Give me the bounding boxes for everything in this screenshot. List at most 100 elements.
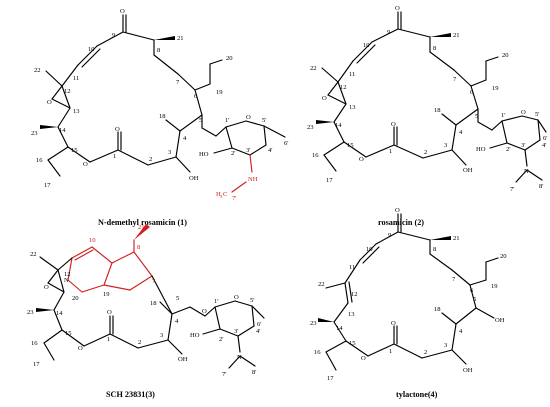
svg-text:11: 11 xyxy=(349,264,355,271)
svg-text:H: H xyxy=(216,191,221,198)
svg-text:19: 19 xyxy=(492,85,499,92)
svg-text:O: O xyxy=(361,355,366,362)
svg-text:17: 17 xyxy=(326,177,333,184)
svg-text:16: 16 xyxy=(36,157,43,164)
svg-text:O: O xyxy=(47,99,52,106)
svg-text:20: 20 xyxy=(72,295,79,302)
svg-text:2: 2 xyxy=(424,149,427,156)
svg-text:14: 14 xyxy=(59,127,66,134)
svg-text:21: 21 xyxy=(138,224,145,231)
svg-text:18: 18 xyxy=(434,107,441,114)
svg-text:1: 1 xyxy=(389,148,392,155)
svg-text:5': 5' xyxy=(262,117,267,124)
svg-text:21: 21 xyxy=(453,235,460,242)
labels-rosamicin: O 9 10 11 22 12 O 13 23 14 15 16 17 O O … xyxy=(307,5,548,193)
svg-text:18: 18 xyxy=(159,113,166,120)
svg-text:1': 1' xyxy=(501,112,506,119)
svg-text:8': 8' xyxy=(539,183,544,190)
svg-text:N: N xyxy=(64,277,69,284)
svg-text:20: 20 xyxy=(502,52,509,59)
svg-text:13: 13 xyxy=(73,108,80,115)
caption-compound-1: N-demethyl rosamicin (1) xyxy=(98,218,187,227)
svg-text:9: 9 xyxy=(388,232,392,239)
svg-text:9: 9 xyxy=(387,29,391,36)
svg-text:5: 5 xyxy=(475,113,479,120)
svg-text:6': 6' xyxy=(543,135,548,142)
svg-text:16: 16 xyxy=(312,152,319,159)
svg-text:18: 18 xyxy=(434,306,441,313)
svg-text:6': 6' xyxy=(284,140,289,147)
svg-text:15: 15 xyxy=(349,340,356,347)
svg-text:15: 15 xyxy=(71,147,78,154)
svg-text:1: 1 xyxy=(107,336,110,343)
structure-sch-23831 xyxy=(36,224,265,369)
svg-text:HO: HO xyxy=(190,332,200,339)
svg-text:6: 6 xyxy=(194,93,198,100)
svg-text:18: 18 xyxy=(150,300,157,307)
svg-text:2': 2' xyxy=(219,336,224,343)
svg-text:22: 22 xyxy=(30,251,37,258)
svg-text:N: N xyxy=(237,354,242,361)
svg-text:O: O xyxy=(44,284,49,291)
svg-text:20: 20 xyxy=(226,55,233,62)
svg-text:13: 13 xyxy=(349,104,356,111)
svg-text:7': 7' xyxy=(232,195,237,202)
svg-text:1': 1' xyxy=(214,298,219,305)
svg-text:21: 21 xyxy=(177,35,184,42)
svg-text:HO: HO xyxy=(199,151,209,158)
svg-text:O: O xyxy=(83,161,88,168)
svg-text:5': 5' xyxy=(250,297,255,304)
svg-text:12: 12 xyxy=(340,84,347,91)
svg-text:15: 15 xyxy=(65,330,72,337)
svg-text:17: 17 xyxy=(44,182,51,189)
svg-text:11: 11 xyxy=(73,75,79,82)
svg-text:NH: NH xyxy=(248,176,258,183)
svg-text:23: 23 xyxy=(310,320,317,327)
svg-text:21: 21 xyxy=(453,32,460,39)
svg-text:OH: OH xyxy=(495,317,505,324)
svg-text:4: 4 xyxy=(459,129,463,136)
svg-text:O: O xyxy=(115,126,120,133)
svg-text:8: 8 xyxy=(433,45,437,52)
svg-text:4': 4' xyxy=(542,142,547,149)
svg-text:8: 8 xyxy=(157,47,161,54)
svg-text:13: 13 xyxy=(348,311,355,318)
svg-text:N: N xyxy=(524,168,529,175)
svg-text:8: 8 xyxy=(137,244,141,251)
svg-text:O: O xyxy=(202,308,207,315)
svg-text:1: 1 xyxy=(113,153,116,160)
svg-text:3': 3' xyxy=(234,328,239,335)
svg-text:23: 23 xyxy=(27,309,34,316)
svg-text:22: 22 xyxy=(34,67,41,74)
svg-text:12: 12 xyxy=(351,291,358,298)
svg-text:OH: OH xyxy=(189,175,199,182)
svg-text:10: 10 xyxy=(366,246,373,253)
svg-text:19: 19 xyxy=(103,291,110,298)
svg-text:19: 19 xyxy=(216,89,223,96)
svg-text:7': 7' xyxy=(510,186,515,193)
svg-text:7: 7 xyxy=(453,76,457,83)
svg-text:O: O xyxy=(322,95,327,102)
svg-text:3: 3 xyxy=(444,342,448,349)
svg-text:OH: OH xyxy=(463,367,473,374)
svg-text:2: 2 xyxy=(149,156,152,163)
svg-text:11: 11 xyxy=(349,71,355,78)
labels-sch-23831: 10 21 8 7 N 20 19 12 22 O 23 14 15 16 17… xyxy=(27,224,262,378)
svg-text:O: O xyxy=(359,156,364,163)
svg-text:7: 7 xyxy=(452,276,456,283)
svg-text:16: 16 xyxy=(314,349,321,356)
svg-text:O: O xyxy=(391,121,396,128)
svg-text:7: 7 xyxy=(152,278,156,285)
svg-text:C: C xyxy=(223,191,228,198)
svg-text:O: O xyxy=(521,109,526,116)
svg-text:O: O xyxy=(395,207,400,214)
svg-text:16: 16 xyxy=(31,340,38,347)
svg-text:O: O xyxy=(234,294,239,301)
svg-text:8': 8' xyxy=(252,369,257,376)
svg-text:4: 4 xyxy=(183,135,187,142)
svg-text:6: 6 xyxy=(470,287,474,294)
svg-text:OH: OH xyxy=(178,356,188,363)
svg-text:14: 14 xyxy=(336,325,343,332)
labels-n-demethyl-rosamicin: O 9 10 11 22 12 O 13 23 14 15 16 17 O O … xyxy=(31,8,289,202)
